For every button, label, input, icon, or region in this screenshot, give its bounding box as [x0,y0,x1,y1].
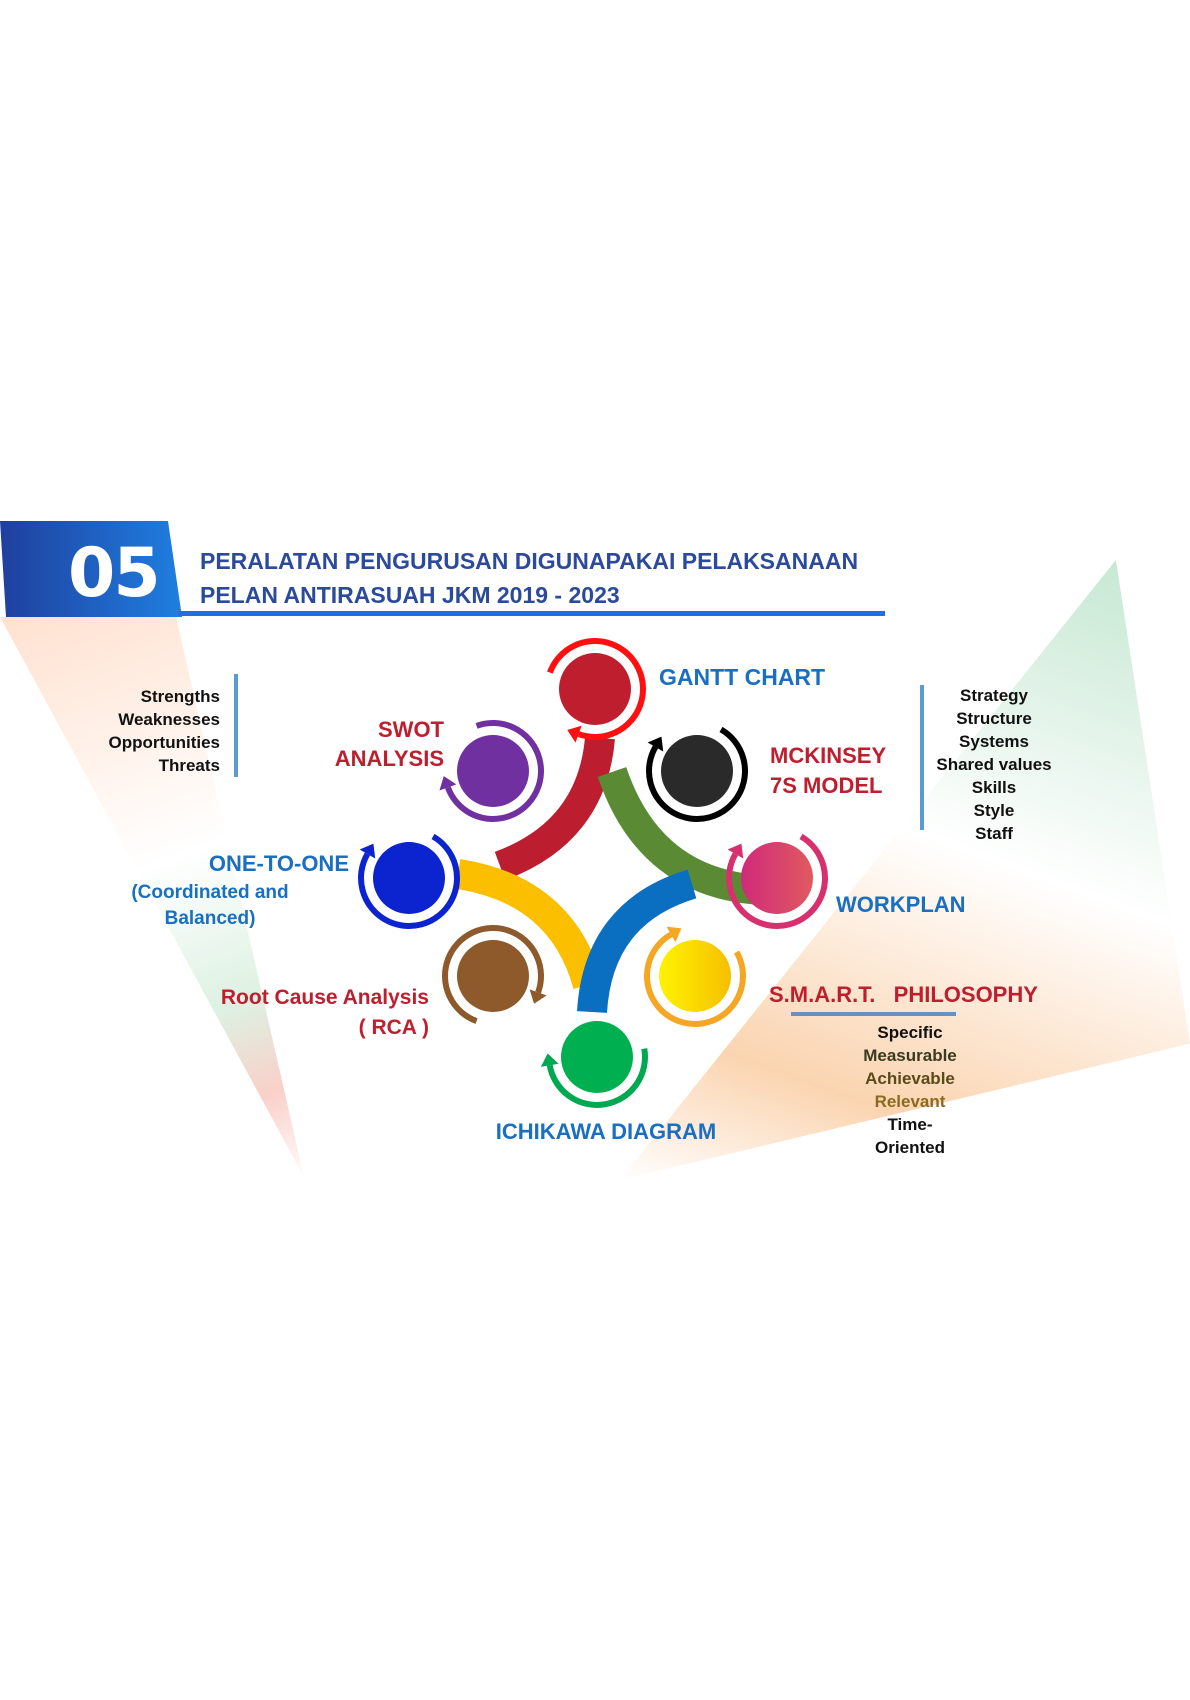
list-item: Measurable [863,1046,957,1065]
yellow-swoosh [455,859,603,990]
one_to_one-circle [373,842,445,914]
mckinsey-list-divider [920,685,924,830]
swot-line2: ANALYSIS [334,746,444,771]
swot-items-list: Strengths Weaknesses Opportunities Threa… [109,685,220,777]
section-number-banner [0,521,182,617]
smart-underline [791,1012,956,1016]
one_to_one-cycle-arrow [358,833,460,929]
title-line-1: PERALATAN PENGURUSAN DIGUNAPAKAI PELAKSA… [200,548,859,574]
ichikawa-cycle-arrow [546,1048,648,1108]
list-item: Oriented [875,1138,945,1157]
ichikawa-arrowhead-icon [540,1053,559,1067]
one-to-one-label: ONE-TO-ONE [208,851,349,876]
rca-cycle-arrow [442,925,544,1024]
one-to-one-line3: Balanced) [164,908,256,929]
section-number: 05 [68,534,161,613]
list-item: Weaknesses [118,710,220,729]
gantt-arrowhead-icon [567,725,582,743]
smart-label: S.M.A.R.T. PHILOSOPHY [769,982,1038,1007]
mckinsey-items-list: Strategy Structure Systems Shared values… [924,684,1064,845]
list-item: Staff [975,824,1013,843]
list-item: Structure [956,709,1032,728]
green-swoosh [597,766,764,905]
smart-arrowhead-icon [666,926,682,943]
blue-swoosh [577,869,697,1014]
mckinsey-line1: MCKINSEY [770,743,887,768]
list-item: Specific [877,1023,943,1042]
rca-line1: Root Cause Analysis [220,986,429,1009]
mckinsey-arrowhead-icon [647,736,664,752]
one_to_one-arrowhead-icon [359,843,376,859]
list-item: Strategy [959,686,1029,705]
mckinsey-line2: 7S MODEL [770,773,883,798]
mckinsey-label: MCKINSEY 7S MODEL [770,741,886,801]
rca-label: Root Cause Analysis ( RCA ) [221,983,429,1043]
list-item: Achievable [865,1069,955,1088]
list-item: Shared values [936,755,1052,774]
ichikawa-label: ICHIKAWA DIAGRAM [495,1119,717,1144]
list-item: Opportunities [108,733,220,752]
title-underline [178,611,885,616]
ichikawa-circle [561,1021,633,1093]
swot-arrowhead-icon [439,776,457,791]
smart-circle [659,940,731,1012]
gantt-circle [559,653,631,725]
gantt-chart-label: GANTT CHART [659,664,826,690]
rca-line2: ( RCA ) [358,1016,429,1039]
smart-items-list: Specific Measurable Achievable Relevant … [840,1021,980,1159]
smart-cycle-arrow [644,931,746,1027]
list-item: Time- [887,1115,933,1134]
list-item: Systems [959,732,1029,751]
gantt-cycle-arrow [547,638,646,740]
list-item: Strengths [140,687,220,706]
title-line-2: PELAN ANTIRASUAH JKM 2019 - 2023 [200,582,620,608]
rca-arrowhead-icon [529,989,547,1004]
swot-line1: SWOT [378,717,444,742]
list-item: Threats [158,756,220,775]
workplan-label: WORKPLAN [836,892,966,917]
workplan-circle [741,842,813,914]
mckinsey-cycle-arrow [646,726,748,822]
red-swoosh [494,736,615,881]
swot-list-divider [234,674,238,777]
swot-circle [457,735,529,807]
one-to-one-line2: (Coordinated and [131,882,289,903]
swot-label: SWOT ANALYSIS [335,715,444,773]
list-item: Skills [971,778,1017,797]
list-item: Relevant [874,1092,946,1111]
list-item: Style [973,801,1015,820]
mckinsey-circle [661,735,733,807]
workplan-arrowhead-icon [727,843,744,859]
swot-cycle-arrow [445,720,544,822]
workplan-cycle-arrow [726,833,828,929]
rca-circle [457,940,529,1012]
